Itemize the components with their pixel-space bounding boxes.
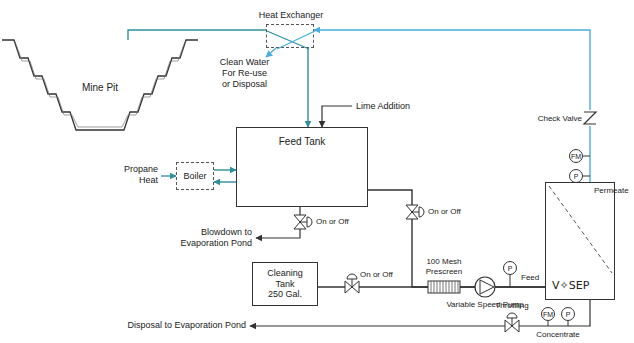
pipe-label: Throttling — [492, 301, 532, 311]
pipe-label: 100 Mesh Prescreen — [420, 257, 468, 276]
check-valve-symbol — [584, 112, 596, 124]
label-holder: Feed — [521, 273, 539, 283]
pipe-label: Disposal to Evaporation Pond — [110, 320, 246, 331]
valve-stem — [300, 222, 307, 223]
pipe-label: Clean Water For Re-use or Disposal — [218, 57, 271, 89]
node-text: P — [508, 265, 513, 272]
gauge-stub — [583, 156, 590, 157]
pressure-gauge: P — [569, 169, 583, 183]
valve-actuator — [419, 207, 424, 217]
valve-stem — [412, 212, 419, 213]
pipe-label: Lime Addition — [356, 101, 410, 112]
pit-outline — [2, 40, 198, 130]
pipe-label: On or Off — [428, 207, 461, 217]
propane-line — [161, 175, 176, 176]
check-valve-ground — [585, 110, 595, 126]
valve-symbol — [406, 205, 418, 219]
membrane-line — [549, 186, 612, 273]
gauge-stub — [548, 321, 549, 326]
label-holder: Lime Addition — [356, 101, 410, 112]
valve-actuator — [347, 274, 357, 279]
label-holder: Blowdown to Evaporation Pond — [176, 227, 252, 249]
gauge-stub — [583, 176, 590, 177]
heat-exchanger: Heat Exchanger — [266, 24, 314, 48]
clean-water-line — [266, 48, 276, 57]
node-text: P — [566, 311, 571, 318]
pipe-label: On or Off — [316, 217, 349, 227]
flow-meter: FM — [541, 307, 555, 321]
valve-actuator — [307, 217, 312, 227]
label-holder: Propane Heat — [118, 164, 158, 186]
blowdown-line — [256, 207, 300, 238]
heat-exchanger-outline — [267, 25, 313, 47]
label-holder: Check Valve — [530, 114, 582, 124]
vsep-unit: V✧SEP — [545, 182, 615, 300]
pipe-label: On or Off — [360, 270, 393, 280]
node-text: P — [574, 173, 579, 180]
mine-pit: Mine Pit — [2, 40, 198, 132]
pipe-label: Check Valve — [530, 114, 582, 124]
pipe-label: Feed — [521, 273, 539, 283]
prescreen-symbol — [428, 281, 460, 293]
label-holder: 100 Mesh Prescreen — [420, 257, 468, 276]
valve-actuator — [507, 313, 517, 318]
label-holder: On or Off — [316, 217, 349, 227]
valve-stem — [512, 318, 513, 326]
pipe-label: Propane Heat — [118, 164, 158, 186]
label-holder: On or Off — [428, 207, 461, 217]
exchanger-path — [277, 31, 315, 49]
pipe-label: Concentrate — [528, 330, 588, 340]
pipe-label: Permeate — [594, 186, 629, 196]
node-text: FM — [571, 153, 581, 160]
label-holder: Permeate — [594, 186, 629, 196]
lime-line — [322, 106, 352, 127]
cleaning-tank: Cleaning Tank250 Gal. — [252, 262, 318, 306]
feed-tank: Feed Tank — [236, 127, 368, 207]
pipe-label: Blowdown to Evaporation Pond — [176, 227, 252, 249]
exchanger-path — [267, 31, 309, 49]
pipe-connector — [214, 181, 236, 182]
label-holder: Concentrate — [528, 330, 588, 340]
label-holder: On or Off — [360, 270, 393, 280]
node-text: FM — [543, 311, 553, 318]
node-text: Cleaning Tank — [258, 268, 312, 290]
node-text: Mine Pit — [2, 82, 198, 94]
node-text: 250 Gal. — [268, 289, 302, 300]
gauge-stub — [510, 275, 511, 287]
pump-triangle — [480, 280, 494, 294]
boiler: Boiler — [176, 162, 214, 190]
pump-symbol — [475, 277, 495, 297]
label-holder: Clean Water For Re-use or Disposal — [218, 57, 271, 89]
pipe-connector — [128, 30, 266, 40]
node-text: V✧SEP — [552, 279, 614, 292]
valve-stem — [352, 279, 353, 287]
pipe-connector — [307, 48, 308, 127]
pipe-connector — [368, 190, 545, 287]
valve-symbol — [294, 215, 306, 229]
node-text: Boiler — [183, 171, 206, 182]
label-holder: Throttling — [492, 301, 532, 311]
pressure-gauge: P — [561, 307, 575, 321]
label-holder: Disposal to Evaporation Pond — [110, 320, 246, 331]
pressure-gauge: P — [503, 261, 517, 275]
pipe-connector — [214, 169, 236, 170]
gauge-stub — [568, 321, 569, 326]
flow-meter: FM — [569, 149, 583, 163]
node-text: Heat Exchanger — [231, 10, 351, 21]
node-text: Feed Tank — [237, 136, 367, 148]
prescreen-hatch — [431, 281, 458, 293]
